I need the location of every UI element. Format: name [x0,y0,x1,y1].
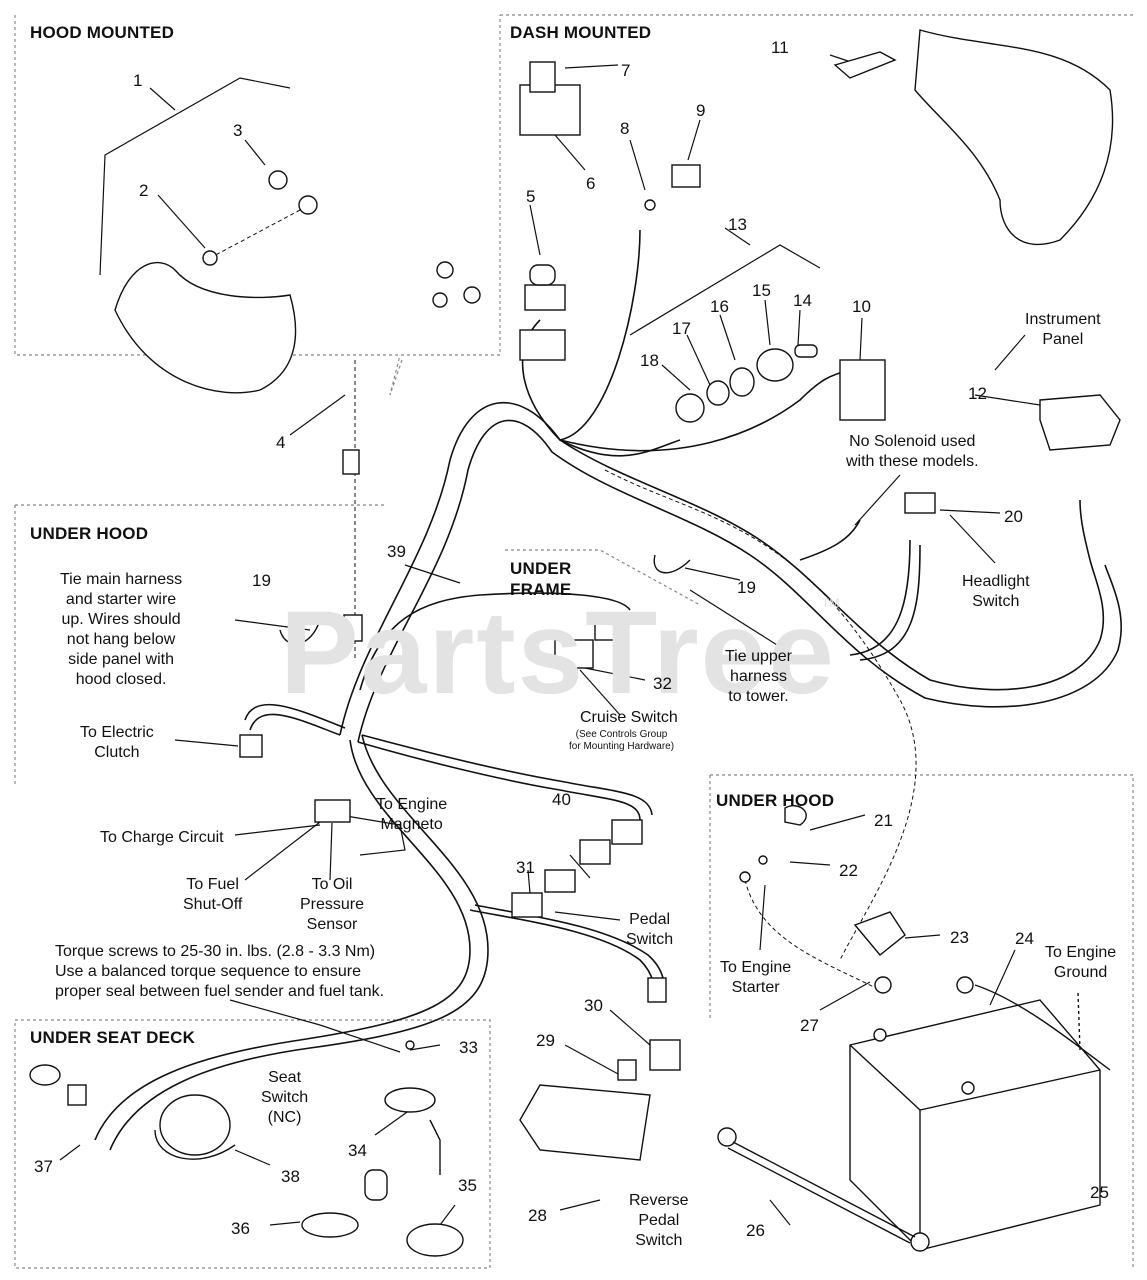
callout-10: 10 [852,297,871,316]
callout-25: 25 [1090,1183,1109,1202]
callout-9: 9 [696,101,706,120]
callout-22: 22 [839,861,858,880]
callout-3: 3 [233,121,243,140]
note-headlight-switch: Headlight Switch [962,573,1030,610]
note-to-charge-circuit: To Charge Circuit [100,829,224,846]
note-to-engine-starter: To Engine Starter [720,959,792,996]
note-reverse-pedal-switch: Reverse Pedal Switch [629,1192,689,1249]
callout-18: 18 [640,351,659,370]
callout-29: 29 [536,1031,555,1050]
bulb [202,250,218,266]
callout-37: 37 [34,1157,53,1176]
note-cruise-switch: Cruise Switch [580,709,678,726]
section-under-hood-right: UNDER HOOD [716,791,835,810]
note-torque: Torque screws to 25-30 in. lbs. (2.8 - 3… [55,943,385,1000]
callout-1: 1 [133,71,143,90]
callout-30: 30 [584,996,603,1015]
headlight-lens [114,261,297,394]
callout-19-right: 19 [737,578,756,597]
callout-27: 27 [800,1016,819,1035]
note-tie-main-harness: Tie main harness and starter wire up. Wi… [60,571,183,688]
callout-38: 38 [281,1167,300,1186]
callout-24: 24 [1015,929,1034,948]
note-seat-switch: Seat Switch (NC) [261,1069,309,1126]
section-dash-mounted: DASH MOUNTED [510,23,652,42]
callout-20: 20 [1004,507,1023,526]
callout-14: 14 [793,291,812,310]
callout-34: 34 [348,1141,367,1160]
callout-15: 15 [752,281,771,300]
note-to-oil-pressure: To Oil Pressure Sensor [300,876,365,933]
section-under-frame: UNDER FRAME [510,559,572,599]
dash-panel [914,29,1114,246]
note-cruise-switch-sub: (See Controls Group for Mounting Hardwar… [569,729,675,752]
note-pedal-switch: Pedal Switch [626,911,674,948]
callout-2: 2 [139,181,149,200]
watermark: PartsTree [280,587,836,719]
seat-switch [159,1094,231,1156]
callout-35: 35 [458,1176,477,1195]
callout-31: 31 [516,858,535,877]
note-no-solenoid: No Solenoid used with these models. [846,433,979,470]
callout-16: 16 [710,297,729,316]
section-under-seat-deck: UNDER SEAT DECK [30,1028,196,1047]
callout-17: 17 [672,319,691,338]
section-under-hood-left: UNDER HOOD [30,524,149,543]
section-hood-mounted: HOOD MOUNTED [30,23,175,42]
callout-28: 28 [528,1206,547,1225]
callout-23: 23 [950,928,969,947]
callout-8: 8 [620,119,630,138]
watermark-trademark: TM [822,596,840,610]
callout-39: 39 [387,542,406,561]
note-tie-upper-harness: Tie upper harness to tower. [725,648,792,705]
note-to-electric-clutch: To Electric Clutch [80,724,154,761]
callout-26: 26 [746,1221,765,1240]
callout-6: 6 [586,174,596,193]
components [29,29,1121,1257]
callout-19-left: 19 [252,571,271,590]
callout-32: 32 [653,674,672,693]
battery [849,999,1101,1251]
thin-wires [209,209,917,991]
callout-4: 4 [276,433,286,452]
callout-12: 12 [968,384,987,403]
callout-40: 40 [552,790,571,809]
note-to-engine-ground: To Engine Ground [1045,944,1117,981]
note-to-fuel-shutoff: To Fuel Shut-Off [183,876,243,913]
callout-21: 21 [874,811,893,830]
rod [727,984,1111,1244]
callout-36: 36 [231,1219,250,1238]
note-instrument-panel: Instrument Panel [1025,311,1101,348]
callout-33: 33 [459,1038,478,1057]
callout-5: 5 [526,187,536,206]
callout-13: 13 [728,215,747,234]
callout-11: 11 [771,38,789,57]
callout-7: 7 [621,61,631,80]
note-to-engine-magneto: To Engine Magneto [376,796,448,833]
